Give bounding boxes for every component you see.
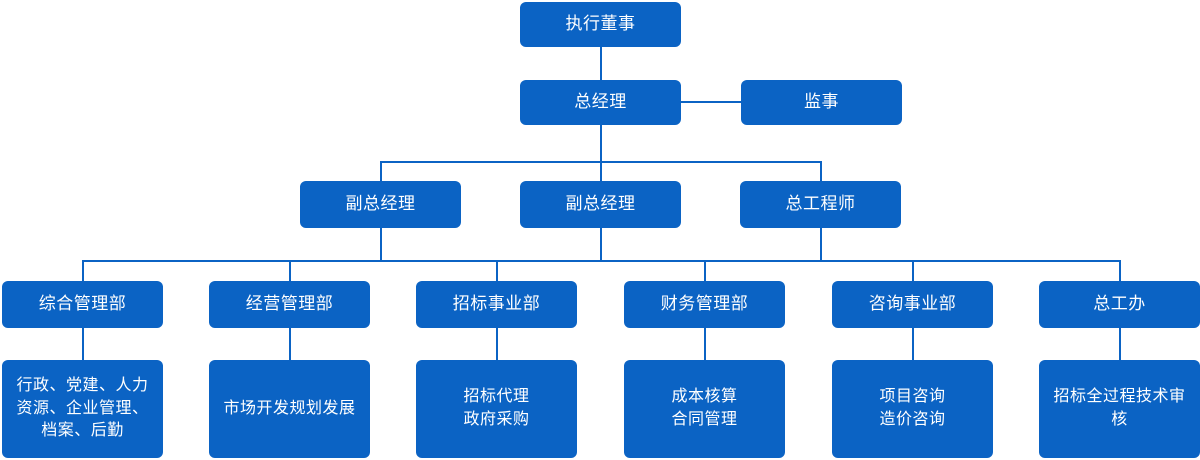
node-label: 综合管理部 bbox=[38, 294, 127, 314]
node-chief-engineer[interactable]: 总工程师 bbox=[740, 181, 901, 228]
node-label: 招标全过程技术审 核 bbox=[1053, 388, 1186, 428]
node-label: 总工程师 bbox=[785, 194, 856, 214]
connector-bus-to-dept-6 bbox=[1119, 260, 1121, 281]
connector-chief-engineer-down bbox=[820, 228, 822, 261]
node-label: 经营管理部 bbox=[245, 294, 334, 314]
node-label: 市场开发规划发展 bbox=[223, 399, 356, 417]
node-detail-chief-engineer-office[interactable]: 招标全过程技术审 核 bbox=[1039, 360, 1200, 458]
node-label: 行政、党建、人力 资源、企业管理、 档案、后勤 bbox=[16, 376, 149, 440]
node-dept-finance-management[interactable]: 财务管理部 bbox=[624, 281, 785, 328]
node-deputy-general-manager-1[interactable]: 副总经理 bbox=[300, 181, 461, 228]
connector-dept-2-to-detail bbox=[289, 328, 291, 360]
connector-bus-to-vp1 bbox=[380, 161, 382, 181]
connector-vp2-down bbox=[600, 228, 602, 261]
node-dept-chief-engineer-office[interactable]: 总工办 bbox=[1039, 281, 1200, 328]
connector-dept-5-to-detail bbox=[912, 328, 914, 360]
node-label: 招标代理 政府采购 bbox=[463, 388, 530, 428]
connector-bus-to-dept-1 bbox=[82, 260, 84, 281]
connector-bus-to-vp2 bbox=[600, 161, 602, 181]
node-label: 财务管理部 bbox=[660, 294, 749, 314]
connector-bus-departments bbox=[82, 260, 1120, 262]
node-deputy-general-manager-2[interactable]: 副总经理 bbox=[520, 181, 681, 228]
connector-vp1-down bbox=[380, 228, 382, 261]
node-detail-bidding-division[interactable]: 招标代理 政府采购 bbox=[416, 360, 577, 458]
connector-bus-to-dept-4 bbox=[704, 260, 706, 281]
connector-dept-1-to-detail bbox=[82, 328, 84, 360]
node-label: 总经理 bbox=[574, 92, 627, 112]
node-detail-general-management[interactable]: 行政、党建、人力 资源、企业管理、 档案、后勤 bbox=[2, 360, 163, 458]
node-general-manager[interactable]: 总经理 bbox=[520, 80, 681, 125]
node-dept-bidding-division[interactable]: 招标事业部 bbox=[416, 281, 577, 328]
node-label: 项目咨询 造价咨询 bbox=[879, 388, 946, 428]
connector-dept-6-to-detail bbox=[1119, 328, 1121, 360]
connector-dept-4-to-detail bbox=[704, 328, 706, 360]
connector-gm-to-supervisor bbox=[681, 101, 741, 103]
connector-bus-to-dept-5 bbox=[912, 260, 914, 281]
node-executive-director[interactable]: 执行董事 bbox=[520, 2, 681, 47]
node-label: 招标事业部 bbox=[452, 294, 541, 314]
node-label: 咨询事业部 bbox=[868, 294, 957, 314]
node-label: 副总经理 bbox=[565, 194, 636, 214]
connector-l1-to-l2 bbox=[600, 46, 602, 80]
node-label: 成本核算 合同管理 bbox=[671, 388, 738, 428]
node-label: 执行董事 bbox=[565, 14, 636, 34]
node-detail-finance-management[interactable]: 成本核算 合同管理 bbox=[624, 360, 785, 458]
node-label: 监事 bbox=[804, 92, 839, 112]
node-detail-business-management[interactable]: 市场开发规划发展 bbox=[209, 360, 370, 458]
node-label: 总工办 bbox=[1093, 294, 1146, 314]
connector-dept-3-to-detail bbox=[496, 328, 498, 360]
node-dept-consulting-division[interactable]: 咨询事业部 bbox=[832, 281, 993, 328]
connector-bus-to-dept-3 bbox=[496, 260, 498, 281]
node-supervisor[interactable]: 监事 bbox=[741, 80, 902, 125]
connector-l2-down bbox=[600, 124, 602, 162]
connector-bus-to-chief-engineer bbox=[820, 161, 822, 181]
node-label: 副总经理 bbox=[345, 194, 416, 214]
node-dept-business-management[interactable]: 经营管理部 bbox=[209, 281, 370, 328]
node-detail-consulting-division[interactable]: 项目咨询 造价咨询 bbox=[832, 360, 993, 458]
connector-bus-to-dept-2 bbox=[289, 260, 291, 281]
node-dept-general-management[interactable]: 综合管理部 bbox=[2, 281, 163, 328]
